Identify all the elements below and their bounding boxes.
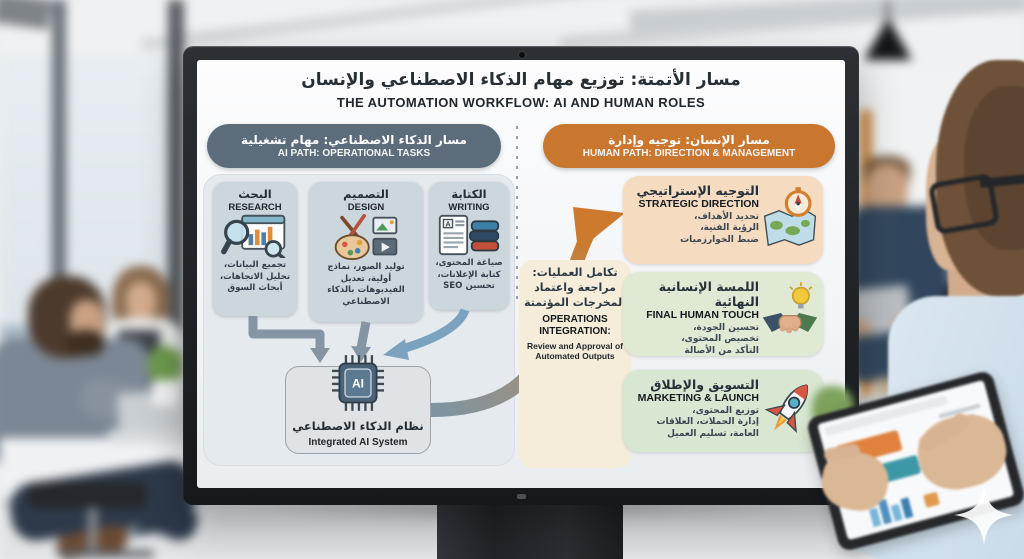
- person-left-woman-face: [126, 282, 156, 320]
- design-desc-arabic: توليد الصور، نماذج أولية، تعديل الفيديوه…: [327, 262, 405, 307]
- marketing-title-arabic: التسويق والإطلاق: [650, 377, 759, 392]
- final-touch-title-arabic: اللمسة الإنسانية النهائية: [658, 279, 759, 309]
- research-desc-arabic: تجميع البيانات، تحليل الاتجاهات، أبحاث ا…: [219, 260, 291, 294]
- sparkle-watermark-icon: [954, 485, 1014, 545]
- display-monitor: مسار الأتمتة: توزيع مهام الذكاء الاصطناع…: [183, 46, 859, 505]
- palette-media-icon: [334, 214, 398, 261]
- human-path-header-english: HUMAN PATH: DIRECTION & MANAGEMENT: [582, 147, 796, 159]
- handshake-lightbulb-icon: [762, 282, 818, 334]
- ai-chip-label: AI: [352, 377, 364, 391]
- person-right-man-hand: [894, 316, 916, 331]
- integration-english-title: OPERATIONS INTEGRATION:: [539, 313, 611, 338]
- monitor-stand: [437, 503, 623, 559]
- writing-desc-arabic: صياغة المحتوى، كتابة الإعلانات، تحسين SE…: [435, 258, 503, 292]
- svg-text:A: A: [445, 220, 451, 229]
- ai-card-research: البحث RESEARCH تجميع البيانات، تحليل الا…: [213, 182, 297, 316]
- chair-seat: [28, 482, 146, 508]
- integration-arabic: تكامل العمليات: مراجعة واعتماد المخرجات …: [524, 266, 626, 309]
- design-title-arabic: التصميم: [343, 187, 389, 201]
- person-right-woman-face: [952, 296, 980, 336]
- compass-map-icon: [763, 187, 817, 247]
- ai-system-label-arabic: نظام الذكاء الاصطناعي: [292, 419, 424, 433]
- strategic-title-english: STRATEGIC DIRECTION: [638, 198, 759, 210]
- writing-title-arabic: الكتابة: [451, 187, 487, 201]
- human-box-final-human-touch: اللمسة الإنسانية النهائية FINAL HUMAN TO…: [623, 272, 823, 356]
- strategic-desc-arabic: تحديد الأهداف، الرؤية الفنية، ضبط الخوار…: [680, 211, 759, 245]
- human-path-header-arabic: مسار الإنسان: توجيه وإدارة: [608, 132, 770, 147]
- ai-system-label-english: Integrated AI System: [308, 437, 408, 448]
- integrated-ai-system-box: AI نظام الذكاء الاصطناعي Integrated AI S…: [285, 355, 431, 454]
- board-title-english: THE AUTOMATION WORKFLOW: AI AND HUMAN RO…: [336, 95, 706, 110]
- design-title-english: DESIGN: [347, 201, 385, 213]
- ai-chip-icon: AI: [332, 355, 384, 411]
- laptop-deck: [108, 430, 206, 443]
- research-title-english: RESEARCH: [228, 201, 282, 213]
- ai-card-writing: الكتابة WRITING A صياغة المحتوى، كتابة ا…: [429, 182, 509, 310]
- lamp-cord: [886, 0, 889, 24]
- final-touch-title-english: FINAL HUMAN TOUCH: [646, 309, 759, 321]
- plant-leaves: [148, 346, 182, 384]
- foreground-plant-pot: [818, 426, 850, 462]
- document-books-icon: A: [438, 215, 500, 256]
- rocket-icon: [764, 384, 809, 433]
- integration-text: تكامل العمليات: مراجعة واعتماد المخرجات …: [517, 266, 633, 362]
- person-left-man-beard: [66, 330, 104, 356]
- marketing-title-english: MARKETING & LAUNCH: [637, 392, 759, 404]
- camera-dot: [518, 51, 526, 59]
- integration-panel: [519, 260, 631, 468]
- writing-title-english: WRITING: [448, 201, 490, 213]
- ai-card-design: التصميم DESIGN توليد الصور، نماذج أولية،…: [309, 182, 423, 322]
- ai-path-header-english: AI PATH: OPERATIONAL TASKS: [277, 147, 431, 159]
- marketing-desc-arabic: توزيع المحتوى، إدارة الحملات، العلاقات ا…: [656, 405, 759, 439]
- chair-pole: [88, 508, 97, 554]
- magnifier-chart-icon: [221, 215, 286, 259]
- human-box-strategic-direction: التوجيه الإستراتيجي STRATEGIC DIRECTION …: [623, 176, 823, 264]
- ai-path-header-arabic: مسار الذكاء الاصطناعي: مهام تشغيلية: [241, 132, 467, 147]
- chair-base: [58, 550, 154, 558]
- brand-logo-dot: [517, 494, 526, 499]
- ai-path-header: مسار الذكاء الاصطناعي: مهام تشغيلية AI P…: [207, 124, 501, 168]
- strategic-title-arabic: التوجيه الإستراتيجي: [636, 183, 759, 198]
- human-path-header: مسار الإنسان: توجيه وإدارة HUMAN PATH: D…: [543, 124, 835, 168]
- integration-english-sub: Review and Approval of Automated Outputs: [526, 340, 624, 362]
- board-title-arabic: مسار الأتمتة: توزيع مهام الذكاء الاصطناع…: [301, 70, 741, 90]
- laptop-right-base: [845, 417, 945, 453]
- screen-diagram: مسار الأتمتة: توزيع مهام الذكاء الاصطناع…: [197, 60, 845, 488]
- research-title-arabic: البحث: [238, 187, 272, 201]
- human-box-marketing-launch: التسويق والإطلاق MARKETING & LAUNCH توزي…: [623, 370, 823, 452]
- plant-pot: [152, 380, 178, 406]
- final-touch-desc-arabic: تحسين الجودة، تخصيص المحتوى، التأكد من ا…: [681, 322, 759, 356]
- person-right-woman-top: [934, 332, 1022, 438]
